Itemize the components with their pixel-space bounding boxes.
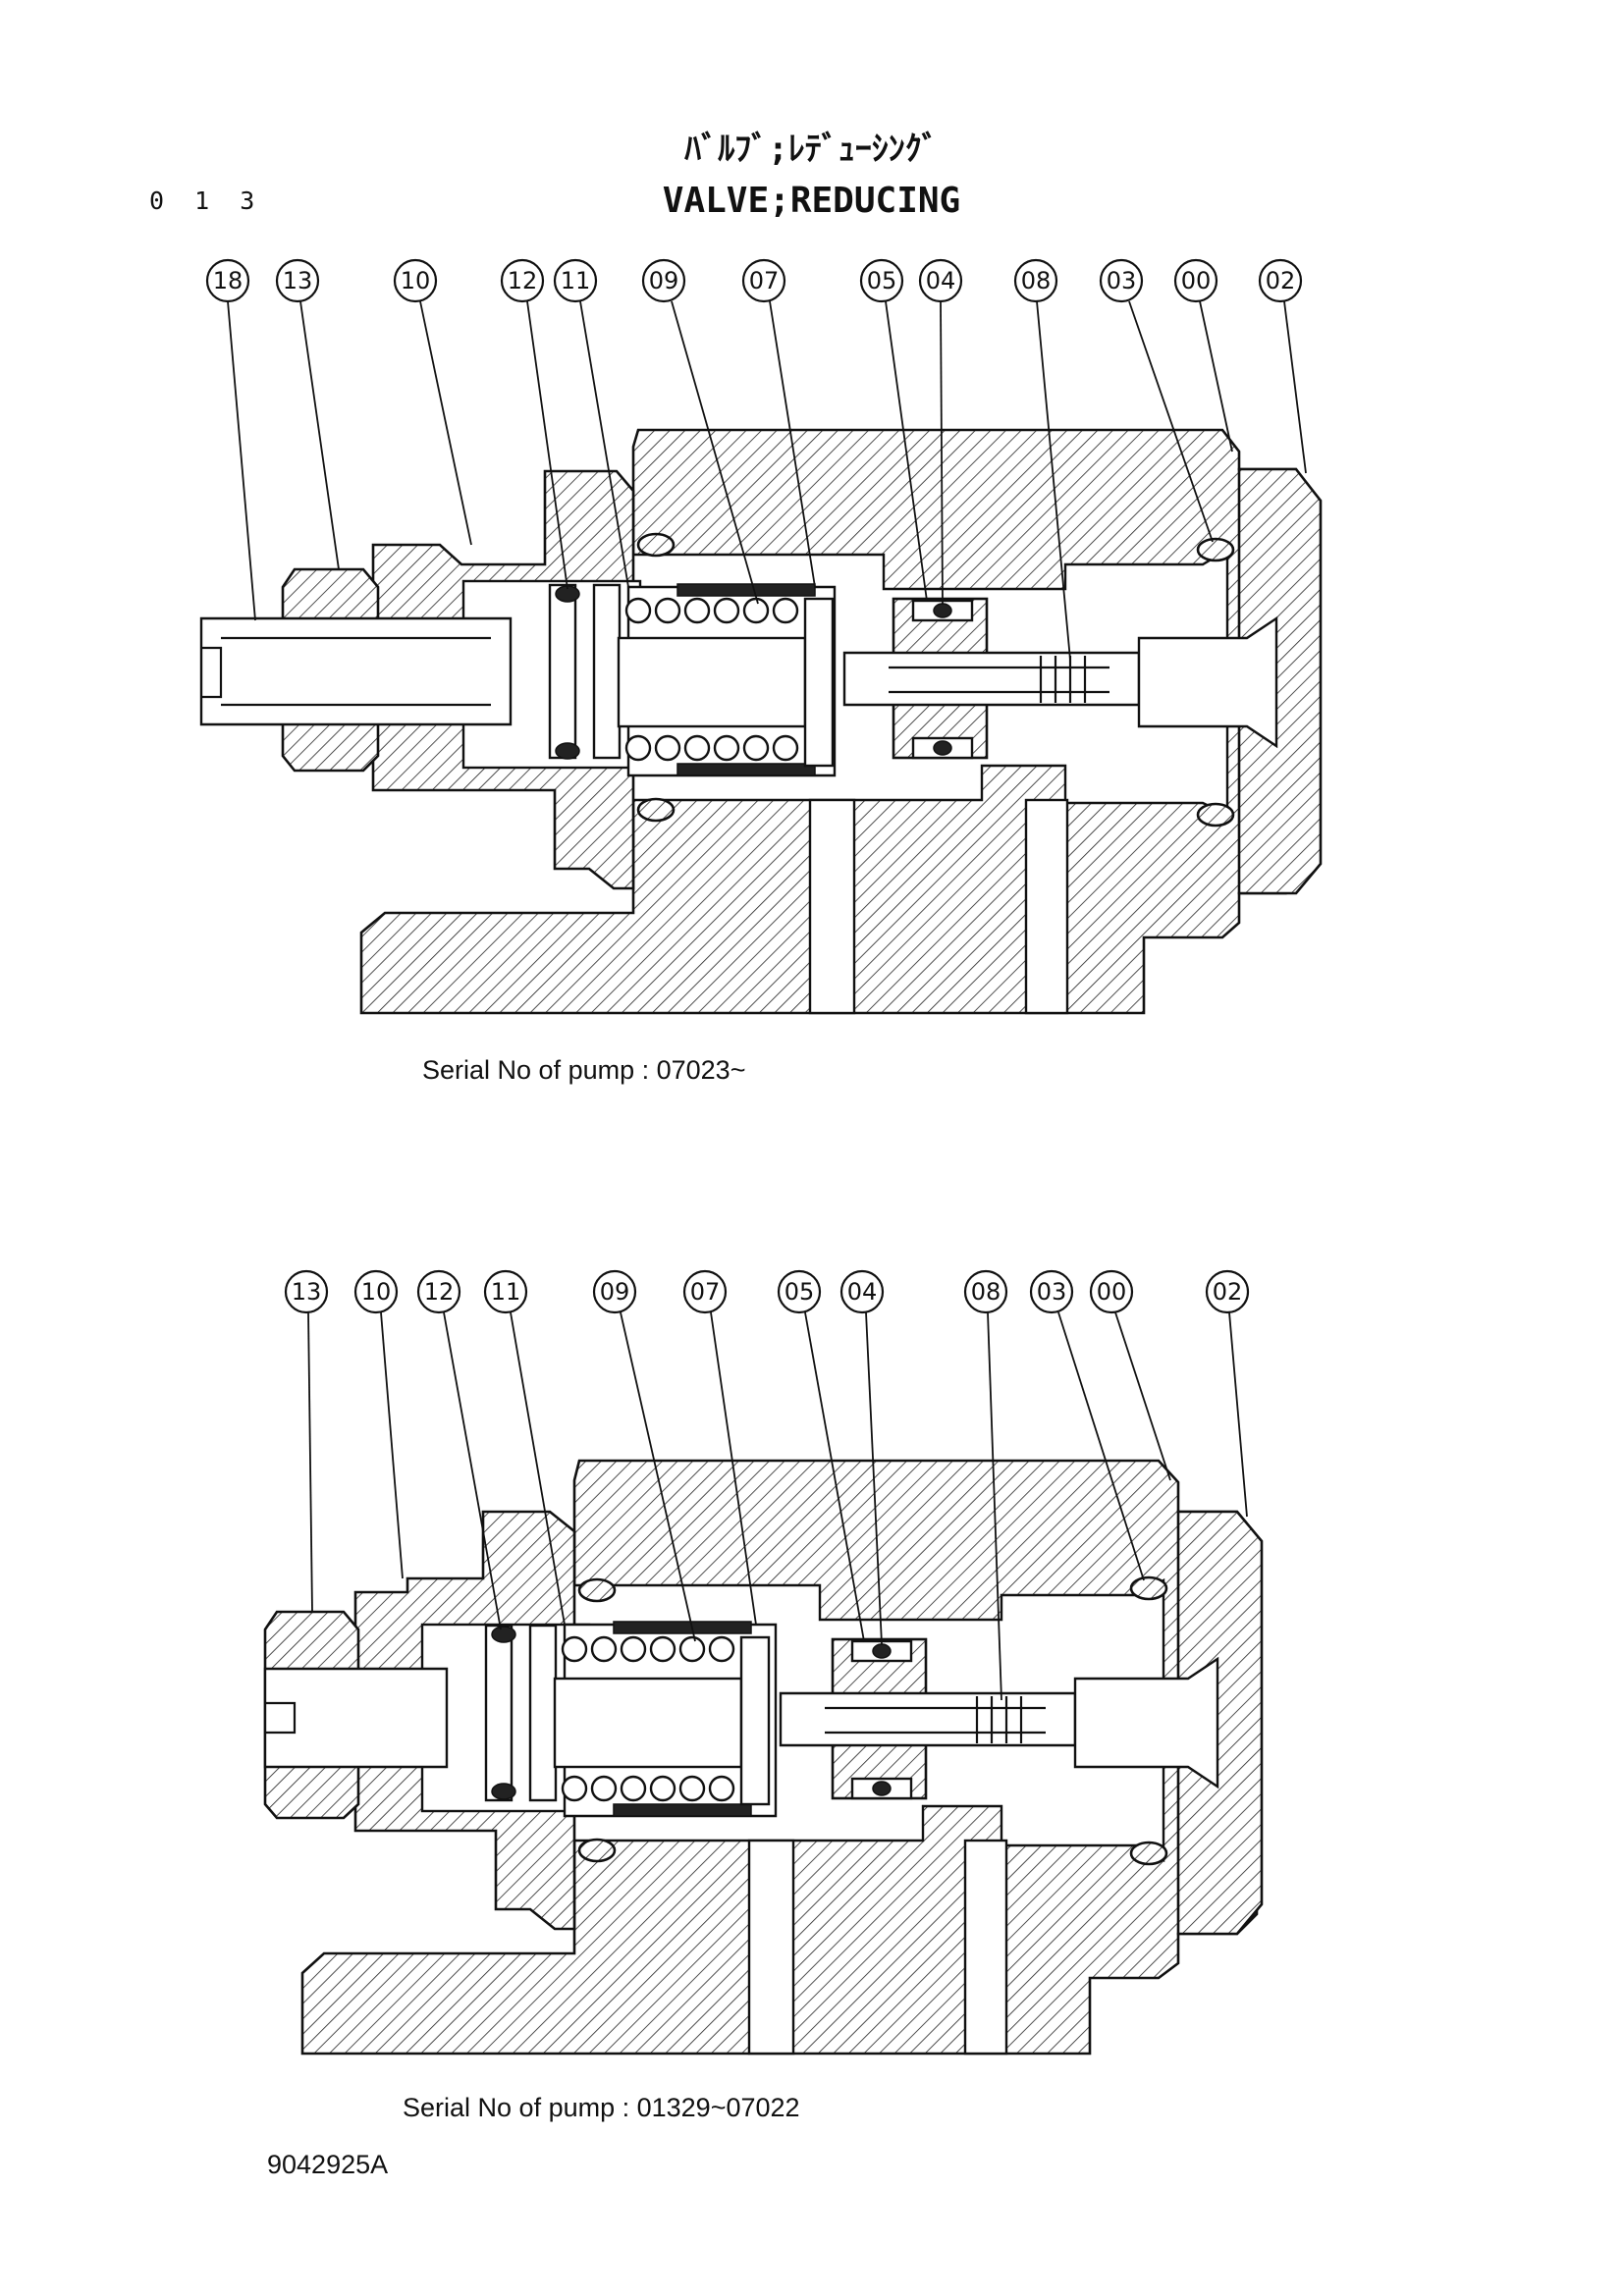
svg-text:03: 03 — [1107, 267, 1137, 294]
svg-text:10: 10 — [361, 1278, 392, 1306]
svg-text:18: 18 — [213, 267, 243, 294]
callout-05: 05 — [777, 1269, 822, 1314]
adjusting-screw — [199, 616, 513, 726]
callout-02: 02 — [1258, 258, 1303, 303]
spring-seat-left — [548, 583, 577, 760]
callout-00: 00 — [1089, 1269, 1134, 1314]
o-ring-03-bottom — [1196, 802, 1235, 828]
svg-text:02: 02 — [1266, 267, 1296, 294]
callout-05: 05 — [859, 258, 904, 303]
spring-coils-bottom — [561, 1775, 735, 1802]
svg-text:07: 07 — [749, 267, 780, 294]
spring-seat-left — [484, 1624, 514, 1802]
svg-text:09: 09 — [600, 1278, 630, 1306]
title-english: VALVE;REDUCING — [662, 181, 961, 221]
callout-08: 08 — [1013, 258, 1058, 303]
callout-10: 10 — [353, 1269, 399, 1314]
svg-text:02: 02 — [1213, 1278, 1243, 1306]
svg-text:05: 05 — [867, 267, 897, 294]
svg-text:13: 13 — [283, 267, 313, 294]
document-id: 9042925A — [267, 2150, 389, 2179]
svg-text:09: 09 — [649, 267, 679, 294]
svg-text:05: 05 — [784, 1278, 815, 1306]
page-number: 0 1 3 — [149, 187, 263, 215]
valve-section-drawing-1: 18 13 10 12 11 09 07 05 04 08 03 00 02 — [199, 258, 1323, 1015]
callout-11: 11 — [483, 1269, 528, 1314]
callout-04: 04 — [839, 1269, 885, 1314]
svg-text:11: 11 — [561, 267, 591, 294]
spring-coils-top — [561, 1635, 735, 1663]
plug-bore — [1073, 1656, 1219, 1789]
svg-text:03: 03 — [1037, 1278, 1067, 1306]
callout-18: 18 — [205, 258, 250, 303]
callout-04: 04 — [918, 258, 963, 303]
svg-text:10: 10 — [401, 267, 431, 294]
plug — [1237, 467, 1323, 895]
callout-12: 12 — [500, 258, 545, 303]
callout-11: 11 — [553, 258, 598, 303]
callout-13: 13 — [275, 258, 320, 303]
svg-text:00: 00 — [1181, 267, 1212, 294]
callout-07: 07 — [741, 258, 786, 303]
spring-coils-bottom — [624, 734, 799, 762]
o-ring-04-bottom — [872, 1781, 892, 1796]
callout-13: 13 — [284, 1269, 329, 1314]
adjusting-screw — [263, 1667, 449, 1769]
spring-coils-top — [624, 597, 799, 624]
callout-10: 10 — [393, 258, 438, 303]
caption-figure-2: Serial No of pump : 01329~07022 — [403, 2093, 800, 2122]
o-ring-body-bottom — [577, 1838, 617, 1863]
o-ring-body-top — [577, 1577, 617, 1603]
callout-02: 02 — [1205, 1269, 1250, 1314]
o-ring-04-top — [872, 1643, 892, 1659]
valve-section-drawing-2: .h2 { fill: url(#hatch2); stroke: #111; … — [263, 1269, 1264, 2056]
port-passage-b — [963, 1839, 1008, 2056]
callout-03: 03 — [1099, 258, 1144, 303]
callout-00: 00 — [1173, 258, 1218, 303]
plug-bore — [1137, 615, 1278, 749]
callout-03: 03 — [1029, 1269, 1074, 1314]
o-ring-12-bottom — [491, 1783, 516, 1800]
svg-text:12: 12 — [424, 1278, 455, 1306]
caption-figure-1: Serial No of pump : 07023~ — [422, 1055, 746, 1085]
o-ring-03-top — [1129, 1575, 1168, 1601]
o-ring-04-bottom — [933, 740, 952, 756]
svg-text:08: 08 — [1021, 267, 1052, 294]
svg-text:04: 04 — [847, 1278, 878, 1306]
callout-12: 12 — [416, 1269, 461, 1314]
svg-text:07: 07 — [690, 1278, 721, 1306]
plug — [1176, 1510, 1264, 1936]
o-ring-04-top — [933, 603, 952, 618]
o-ring-body-bottom — [636, 797, 676, 823]
svg-text:04: 04 — [926, 267, 956, 294]
o-ring-12-top — [491, 1626, 516, 1643]
spool — [842, 651, 1141, 707]
spring-seat-right — [528, 1624, 558, 1802]
spool — [779, 1691, 1077, 1747]
port-passage-a — [747, 1839, 795, 2056]
spring-seat-right — [592, 583, 622, 760]
svg-text:12: 12 — [508, 267, 538, 294]
o-ring-12-bottom — [555, 742, 580, 760]
o-ring-03-bottom — [1129, 1841, 1168, 1866]
callout-09: 09 — [641, 258, 686, 303]
title-japanese: ﾊﾞﾙﾌﾞ;ﾚﾃﾞｭｰｼﾝｸﾞ — [684, 130, 939, 169]
svg-text:08: 08 — [971, 1278, 1001, 1306]
callout-09: 09 — [592, 1269, 637, 1314]
callout-07: 07 — [682, 1269, 728, 1314]
port-passage-a — [808, 798, 856, 1015]
port-passage-b — [1024, 798, 1069, 1015]
o-ring-03-top — [1196, 537, 1235, 562]
o-ring-body-top — [636, 532, 676, 558]
svg-text:13: 13 — [292, 1278, 322, 1306]
svg-text:11: 11 — [491, 1278, 521, 1306]
svg-text:00: 00 — [1097, 1278, 1127, 1306]
callout-08: 08 — [963, 1269, 1008, 1314]
